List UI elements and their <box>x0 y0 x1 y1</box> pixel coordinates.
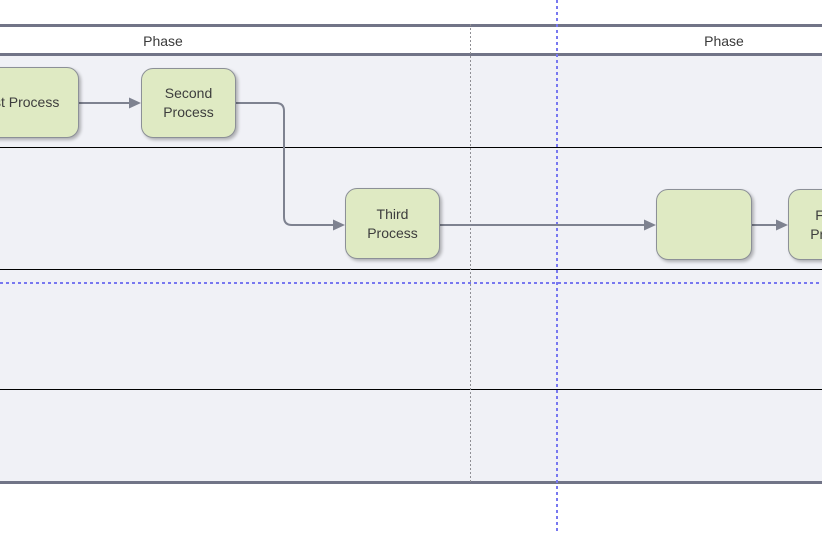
phase-header-2[interactable]: Phase <box>704 33 744 49</box>
pool-lane-area <box>0 56 822 481</box>
phase-divider-line[interactable] <box>470 24 471 482</box>
lane-divider-1[interactable] <box>0 147 822 148</box>
pool-bottom-border[interactable] <box>0 481 822 484</box>
node-first-process[interactable]: First Process <box>0 67 79 138</box>
lane-divider-2[interactable] <box>0 269 822 270</box>
pool-top-border[interactable] <box>0 24 822 27</box>
lane-divider-3[interactable] <box>0 389 822 390</box>
node-blank-process[interactable] <box>656 189 752 260</box>
page-break-vertical-line <box>556 0 558 534</box>
pool-header-border[interactable] <box>0 53 822 56</box>
node-second-process[interactable]: Second Process <box>141 68 236 138</box>
node-third-process[interactable]: Third Process <box>345 188 440 259</box>
phase-header-1[interactable]: Phase <box>143 33 183 49</box>
node-fourth-process[interactable]: Fourth Process <box>788 189 822 260</box>
pool-header-band <box>0 27 822 53</box>
page-break-horizontal-line <box>0 282 822 284</box>
